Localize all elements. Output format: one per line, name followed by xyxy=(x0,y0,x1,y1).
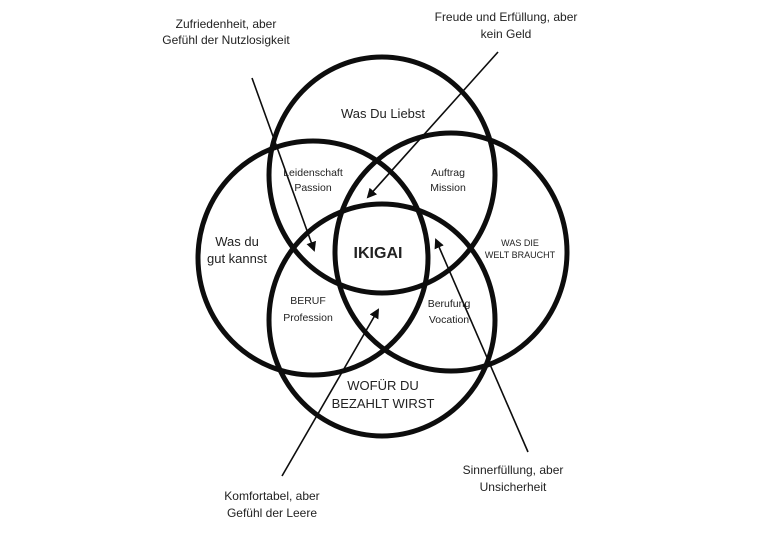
circle-was-du-gut-kannst xyxy=(195,138,431,378)
callout-bottom-right-line1: Sinnerfüllung, aber xyxy=(463,463,564,477)
label-was-die-line1: WAS DIE xyxy=(501,238,539,248)
callout-top-right-line2: kein Geld xyxy=(481,27,532,41)
overlap-vocation-line1: Berufung xyxy=(428,298,471,310)
callout-top-left-line2: Gefühl der Nutzlosigkeit xyxy=(162,33,290,47)
overlap-passion-line2: Passion xyxy=(294,182,332,194)
callout-arrows xyxy=(251,51,529,477)
overlap-mission-line2: Mission xyxy=(430,182,466,194)
callout-top-left-line1: Zufriedenheit, aber xyxy=(176,17,277,31)
center-label-ikigai: IKIGAI xyxy=(354,245,403,262)
arrow-sinnerfuellung xyxy=(434,238,529,453)
arrow-zufriedenheit xyxy=(251,77,316,252)
overlap-mission-line1: Auftrag xyxy=(431,167,465,179)
arrow-freude xyxy=(366,51,499,199)
circle-was-du-liebst xyxy=(266,54,498,296)
circle-was-die-welt-braucht xyxy=(332,130,570,374)
overlap-profession-line1: BERUF xyxy=(290,295,326,307)
label-gut-kannst-line2: gut kannst xyxy=(207,251,267,266)
callout-bottom-left-line1: Komfortabel, aber xyxy=(224,489,319,503)
overlap-vocation-line2: Vocation xyxy=(429,314,469,326)
label-was-du-line1: Was du xyxy=(215,234,259,249)
label-bezahlt-wirst-line2: BEZAHLT WIRST xyxy=(332,396,435,411)
overlap-profession-line2: Profession xyxy=(283,312,333,324)
callout-top-right-line1: Freude und Erfüllung, aber xyxy=(435,10,578,24)
venn-circles xyxy=(195,54,570,439)
arrow-komfortabel xyxy=(281,308,380,477)
circle-wofuer-du-bezahlt-wirst xyxy=(266,201,498,439)
callout-bottom-left-line2: Gefühl der Leere xyxy=(227,506,317,520)
label-welt-braucht-line2: WELT BRAUCHT xyxy=(485,250,556,260)
label-wofuer-du-line1: WOFÜR DU xyxy=(347,378,419,393)
label-was-du-liebst: Was Du Liebst xyxy=(341,106,425,121)
callout-bottom-right-line2: Unsicherheit xyxy=(480,480,547,494)
overlap-passion-line1: Leidenschaft xyxy=(283,167,343,179)
